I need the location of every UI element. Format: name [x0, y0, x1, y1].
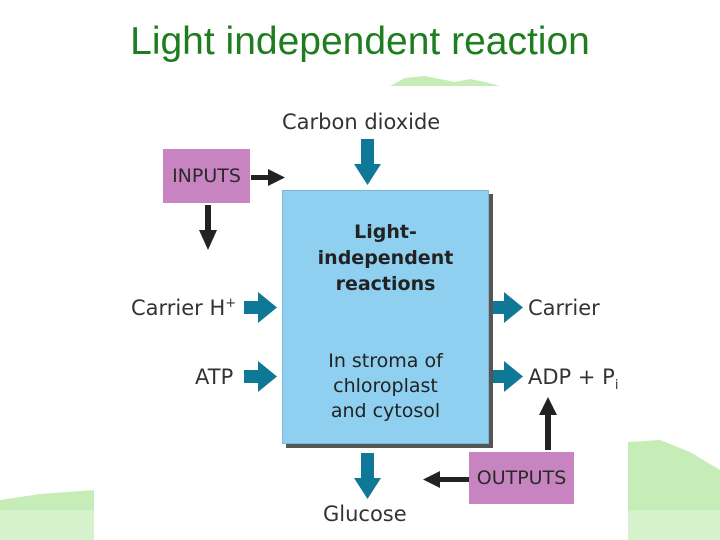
- carrier-h-arrow: [244, 292, 277, 323]
- outputs-tag: OUTPUTS: [469, 452, 574, 504]
- center-box-title: Light- independent reactions: [317, 221, 454, 295]
- carrier-h-superscript: +: [225, 296, 237, 311]
- carrier-out-arrow: [490, 292, 523, 323]
- atp-arrow: [244, 361, 277, 392]
- light-independent-reactions-box: Light- independent reactions In stroma o…: [282, 190, 489, 444]
- adp-out-arrow: [490, 361, 523, 392]
- center-box-location: In stroma of chloroplast and cytosol: [328, 350, 443, 422]
- glucose-arrow: [354, 453, 381, 499]
- inputs-down-arrow: [199, 205, 217, 250]
- inputs-tag: INPUTS: [163, 149, 250, 203]
- carrier-output-label: Carrier: [528, 296, 600, 320]
- carbon-dioxide-label: Carbon dioxide: [282, 110, 441, 134]
- outputs-up-arrow: [539, 397, 557, 450]
- carrier-h-text: Carrier H: [131, 296, 226, 320]
- top-right-grass-shape: [390, 76, 500, 86]
- inputs-right-arrow: [251, 169, 285, 186]
- adp-pi-label: ADP + Pi: [528, 365, 618, 393]
- adp-pi-text: ADP + P: [528, 365, 615, 389]
- outputs-left-arrow: [423, 471, 469, 488]
- adp-pi-subscript: i: [614, 378, 619, 394]
- slide-title: Light independent reaction: [130, 20, 590, 63]
- glucose-label: Glucose: [323, 502, 407, 526]
- carrier-h-label: Carrier H+: [131, 296, 236, 320]
- atp-label: ATP: [195, 365, 234, 389]
- carbon-dioxide-arrow: [354, 139, 381, 185]
